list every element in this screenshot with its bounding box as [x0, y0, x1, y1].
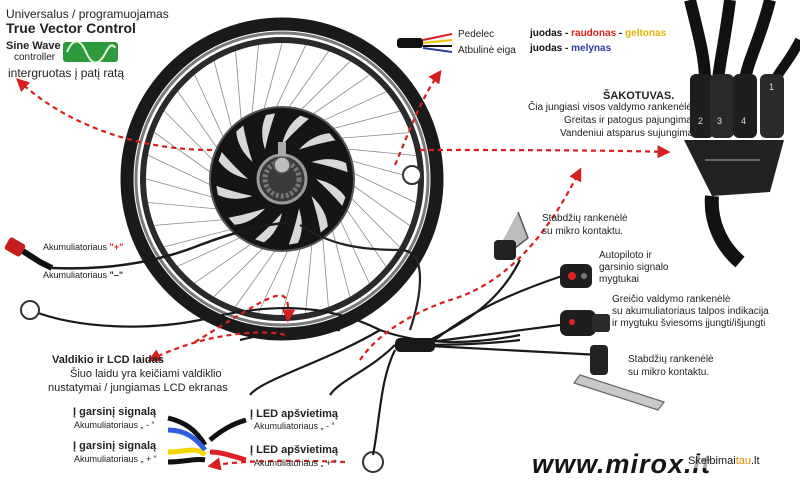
brake-lever-top-image — [494, 211, 529, 260]
reverse-colors-word-0: juodas — [530, 43, 563, 54]
pedelec-colors-word-3: - — [616, 28, 626, 39]
brand-watermark: Skelbimaitau.lt — [686, 455, 762, 468]
signal-b-title: Į garsinį signalą — [73, 440, 157, 452]
splitter-line1: Čia jungiasi visos valdymo rankenėlės. — [528, 102, 700, 113]
autopilot-line3: mygtukai — [599, 274, 640, 285]
splitter-title: ŠAKOTUVAS. — [603, 90, 675, 102]
harness-junction — [395, 338, 435, 352]
brake-top-line2: su mikro kontaktu. — [542, 226, 624, 237]
sine-wave-badge — [63, 40, 118, 64]
battery-plus-label: Akumuliatoriaus "+" — [43, 242, 124, 252]
wire-harness — [239, 259, 601, 456]
controller-cable-title: Valdikio ir LCD laidas — [52, 354, 164, 366]
brake-bottom-line2: su mikro kontaktu. — [628, 367, 710, 378]
reverse-colors-word-1: - — [562, 43, 572, 54]
badge-title: Sine Wave — [6, 40, 61, 52]
splitter-image — [684, 0, 800, 268]
pedelec-colors-word-0: juodas — [530, 28, 563, 39]
connector-num-3: 3 — [717, 116, 723, 126]
throttle-image — [560, 310, 610, 336]
brake-top-line1: Stabdžių rankenėlė — [542, 213, 628, 224]
controller-cable-line2: nustatymai / jungiamas LCD ekranas — [48, 382, 228, 394]
pedelec-plug — [397, 33, 453, 53]
led-a-title: Į LED apšvietimą — [250, 408, 339, 420]
pedelec-colors: juodas - raudonas - geltonas — [530, 28, 666, 40]
pedelec-colors-word-4: geltonas — [625, 28, 667, 39]
signal-a-title: Į garsinį signalą — [73, 406, 157, 418]
brake-lever-bottom-image — [573, 345, 665, 411]
pedelec-colors-word-1: - — [562, 28, 572, 39]
pedelec-label: Pedelec — [458, 29, 495, 40]
header-line1: Universalus / programuojamas — [6, 7, 169, 21]
pedelec-colors-word-2: raudonas — [571, 28, 617, 39]
badge-subtitle: controller — [14, 52, 56, 63]
connector-num-1: 1 — [769, 82, 775, 92]
splitter-line3: Vandeniui atsparus sujungimai. — [560, 128, 699, 139]
led-a-sub: Akumuliatoriaus „ - “ — [254, 421, 335, 431]
site-watermark: www.mirox.lt — [532, 449, 712, 479]
signal-wires — [167, 415, 247, 465]
hub-cable — [299, 224, 421, 331]
header-title: True Vector Control — [6, 20, 136, 36]
hub-motor — [209, 106, 355, 252]
brake-bottom-line1: Stabdžių rankenėlė — [628, 354, 714, 365]
signal-b-sub: Akumuliatoriaus „ + “ — [74, 454, 157, 464]
throttle-line1: Greičio valdymo rankenėlė — [612, 294, 731, 305]
callout-arrows — [16, 69, 671, 471]
header-line3: intergruotas į patį ratą — [8, 66, 125, 80]
led-b-title: Į LED apšvietimą — [250, 444, 339, 456]
controller-cable-line1: Šiuo laidu yra keičiami valdiklio — [70, 368, 222, 380]
throttle-line3: ir mygtuku šviesoms įjungti/išjungti — [612, 318, 766, 329]
autopilot-line1: Autopiloto ir — [599, 250, 652, 261]
reverse-colors-word-2: melynas — [571, 43, 612, 54]
battery-plug — [4, 220, 291, 271]
cable-connector-top — [402, 165, 422, 185]
reverse-label: Atbulinė eiga — [458, 45, 516, 56]
autopilot-line2: garsinio signalo — [599, 262, 669, 273]
autopilot-button-image — [560, 264, 592, 288]
signal-a-sub: Akumuliatoriaus „ - “ — [74, 420, 155, 430]
led-b-sub: Akumuliatoriaus „ + “ — [254, 458, 337, 468]
cable-connector-left — [20, 300, 40, 320]
throttle-line2: su akumuliatoriaus talpos indikacija — [612, 306, 769, 317]
connector-num-4: 4 — [741, 116, 747, 126]
reverse-colors: juodas - melynas — [530, 43, 611, 55]
splitter-line2: Greitas ir patogus pajungimas. — [564, 115, 700, 126]
battery-minus-label: Akumuliatoriaus "–" — [43, 270, 124, 280]
connector-num-2: 2 — [698, 116, 704, 126]
